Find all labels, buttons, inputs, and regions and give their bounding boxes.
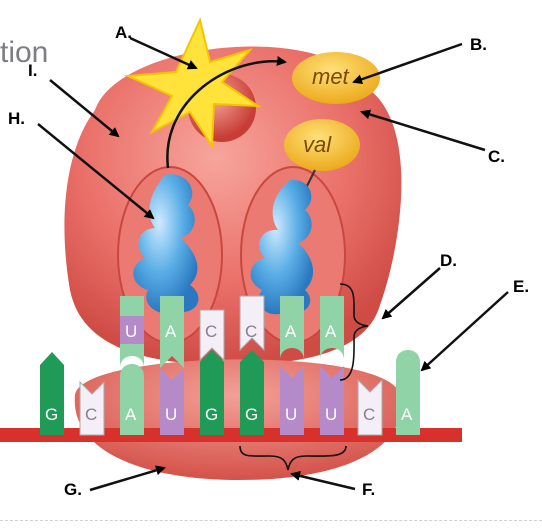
mrna-strand	[0, 428, 462, 442]
mrna-base-label: A	[125, 405, 137, 424]
anticodon-base: A	[320, 296, 344, 360]
anticodon-base: A	[160, 296, 184, 368]
anticodon-label: C	[245, 322, 257, 341]
mrna-base: C	[79, 380, 105, 436]
trna-2-body	[250, 179, 314, 315]
mrna-bases: G C A U G G U U	[40, 350, 420, 436]
anticodon-brace	[339, 283, 369, 381]
mrna-base-label: G	[45, 405, 58, 424]
trna-2-anticodon: C A A	[239, 295, 344, 360]
met-label: met	[312, 64, 350, 89]
label-d: D.	[440, 251, 457, 270]
mrna-base-label: C	[363, 405, 375, 424]
mrna-base-label: U	[285, 405, 297, 424]
anticodon-label: A	[325, 322, 337, 341]
anticodon-label: C	[205, 322, 217, 341]
amino-acid-met	[292, 52, 380, 104]
label-arrows	[37, 36, 509, 492]
anticodon-base: U	[120, 296, 144, 368]
mrna-base-label: G	[245, 405, 258, 424]
label-i: I.	[28, 61, 37, 80]
peptide-transfer-arrow	[166, 56, 287, 169]
title-fragment: tion	[0, 36, 48, 69]
anticodon-label: A	[285, 322, 297, 341]
mrna-base-label: C	[85, 405, 97, 424]
anticodon-base: C	[199, 309, 225, 362]
label-f: F.	[362, 480, 375, 499]
mrna-base: A	[120, 364, 144, 435]
label-c: C.	[488, 147, 505, 166]
label-a: A.	[115, 23, 132, 42]
small-ribosomal-subunit	[74, 359, 401, 480]
mrna-base: G	[40, 352, 64, 435]
mrna-base-label: U	[325, 405, 337, 424]
mrna-base: U	[320, 366, 344, 435]
label-e: E.	[513, 277, 529, 296]
mrna-base-label: A	[401, 405, 413, 424]
mrna-base: U	[280, 366, 304, 435]
val-label: val	[303, 132, 332, 157]
mrna-base: C	[357, 378, 383, 436]
anticodon-base: A	[280, 296, 304, 360]
mrna-base-label: U	[165, 405, 177, 424]
mrna-base-label: G	[205, 405, 218, 424]
anticodon-base: C	[239, 295, 265, 352]
trna-1-anticodon: U A C	[120, 296, 225, 368]
page-divider	[0, 520, 542, 521]
mrna-base: G	[200, 350, 224, 435]
mrna-base: U	[160, 368, 184, 435]
trna-1-body	[133, 174, 199, 314]
anticodon-label: U	[125, 322, 137, 341]
mrna-base: A	[396, 350, 420, 435]
label-b: B.	[470, 35, 487, 54]
label-h: H.	[8, 109, 25, 128]
anticodon-label: A	[165, 322, 177, 341]
codon-brace	[239, 445, 347, 471]
label-g: G.	[64, 480, 82, 499]
mrna-base: G	[240, 350, 264, 435]
amino-acid-val	[284, 119, 360, 171]
energy-star	[124, 16, 262, 150]
